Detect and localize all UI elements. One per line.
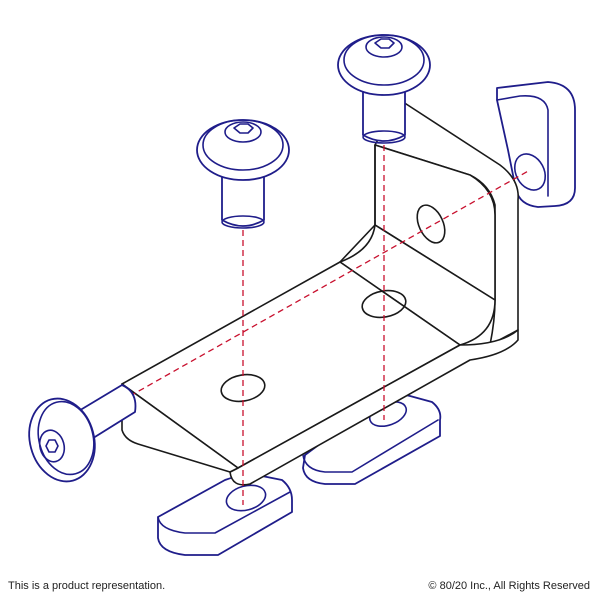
button-head-screw-top-left: [196, 119, 290, 229]
hex-socket-icon: [233, 123, 254, 134]
t-nut-front-base: [157, 474, 293, 556]
disclaimer-text: This is a product representation.: [8, 580, 166, 592]
button-head-screw-side: [28, 384, 137, 483]
assembly-centerlines: [129, 145, 531, 505]
exploded-assembly-diagram: [28, 34, 576, 556]
hex-socket-icon: [374, 38, 395, 49]
l-bracket: [121, 99, 519, 486]
button-head-screw-top-right: [337, 34, 431, 144]
hex-socket-icon: [45, 439, 59, 453]
copyright-text: © 80/20 Inc., All Rights Reserved: [428, 580, 590, 592]
